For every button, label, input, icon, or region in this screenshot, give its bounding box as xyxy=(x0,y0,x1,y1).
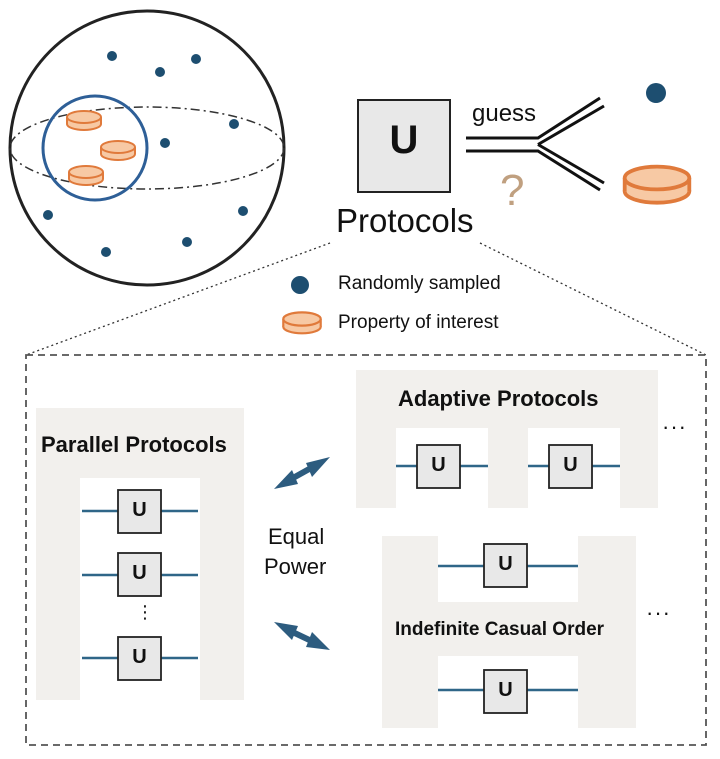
parallel-panel xyxy=(36,408,244,700)
equal-power-arrow-bottom xyxy=(274,622,330,650)
equal-power-line2: Power xyxy=(264,554,327,579)
connector-line-right xyxy=(479,242,707,356)
unitary-label: U xyxy=(498,679,513,701)
unitary-label-main: U xyxy=(389,118,419,162)
unitary-box xyxy=(416,444,461,489)
unitary-label: U xyxy=(132,562,147,584)
sample-dot xyxy=(191,54,201,64)
legend-property-label: Property of interest xyxy=(338,312,499,333)
sample-dot xyxy=(160,138,170,148)
parallel-title: Parallel Protocols xyxy=(41,432,227,457)
vertical-dots: ⋮ xyxy=(136,602,154,622)
adaptive-panel-bg xyxy=(356,370,658,508)
ico-ellipsis: ··· xyxy=(646,600,671,625)
sample-dot xyxy=(43,210,53,220)
property-region-circle xyxy=(41,94,149,202)
legend-dot-icon xyxy=(291,276,309,294)
sample-dot xyxy=(107,51,117,61)
sphere-equator xyxy=(9,106,285,190)
bloch-sphere xyxy=(8,9,286,287)
connector-line-left xyxy=(25,242,331,356)
equal-power-line1: Equal xyxy=(268,524,325,549)
unitary-box xyxy=(483,543,528,588)
guess-branch xyxy=(466,96,605,192)
question-mark: ? xyxy=(500,166,525,215)
unitary-label: U xyxy=(431,454,446,476)
parallel-panel-bg xyxy=(36,408,244,700)
guess-label: guess xyxy=(472,100,537,127)
ico-title: Indefinite Casual Order xyxy=(395,619,605,640)
sample-dot xyxy=(229,119,239,129)
coin-icon xyxy=(68,165,104,186)
unitary-label: U xyxy=(132,499,147,521)
sample-dot xyxy=(182,237,192,247)
protocols-label: Protocols xyxy=(336,202,474,239)
property-coins xyxy=(66,110,136,186)
adaptive-panel xyxy=(356,370,658,508)
equal-power-arrow-top xyxy=(274,457,330,489)
sample-dot xyxy=(155,67,165,77)
sampled-points xyxy=(43,51,248,257)
unitary-box xyxy=(548,444,593,489)
outcome-dot-icon xyxy=(646,83,666,103)
unitary-box-main xyxy=(357,99,451,193)
unitary-label: U xyxy=(132,646,147,668)
sample-dot xyxy=(101,247,111,257)
ico-panel-bg xyxy=(382,536,636,728)
sample-dot xyxy=(238,206,248,216)
unitary-label: U xyxy=(498,553,513,575)
unitary-box xyxy=(117,552,162,597)
unitary-box xyxy=(117,636,162,681)
ico-panel xyxy=(382,536,636,728)
legend-coin-icon xyxy=(282,311,322,335)
outcome-coin-icon xyxy=(622,164,692,205)
coin-icon xyxy=(66,110,102,131)
unitary-box xyxy=(483,669,528,714)
adaptive-ellipsis: ··· xyxy=(662,414,687,439)
coin-icon xyxy=(100,140,136,161)
protocols-frame xyxy=(25,354,707,746)
unitary-label: U xyxy=(563,454,578,476)
unitary-box xyxy=(117,489,162,534)
adaptive-title: Adaptive Protocols xyxy=(398,386,599,411)
legend-random-label: Randomly sampled xyxy=(338,273,501,294)
